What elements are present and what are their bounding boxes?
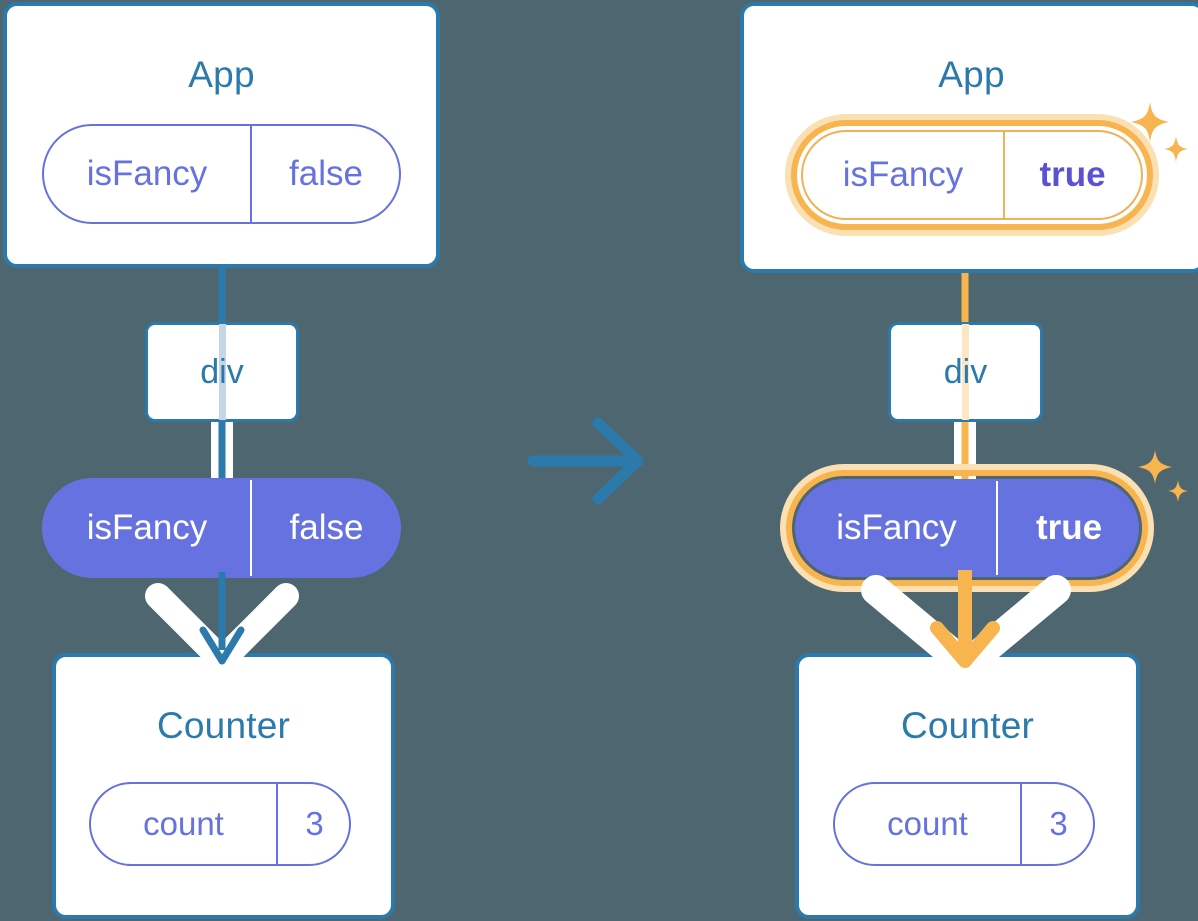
highlight-ring-solid [791, 120, 1153, 230]
app-state-key-before: isFancy [86, 154, 208, 193]
app-state-pill-before: isFancy false [42, 124, 401, 224]
div-node-label-before: div [200, 352, 244, 391]
app-state-value-after: true [1003, 132, 1140, 218]
props-key-before: isFancy [86, 508, 208, 547]
div-node-after: div [888, 322, 1043, 422]
counter-state-pill-before: count 3 [89, 782, 351, 866]
props-pill-after: isFancy true [795, 479, 1139, 577]
div-node-label-after: div [943, 352, 988, 391]
counter-state-key-before: count [143, 805, 224, 842]
app-pill-highlight-ring-after [785, 114, 1159, 236]
counter-state-value-before: 3 [276, 784, 351, 864]
sparkle-icon-large [1131, 102, 1169, 142]
counter-state-key-after: count [887, 805, 968, 842]
props-pill-before: isFancy false [42, 478, 401, 578]
app-title-before: App [188, 54, 255, 95]
sparkle-group-app-after [1131, 102, 1188, 162]
counter-title-before: Counter [156, 705, 291, 746]
app-state-key-after: isFancy [842, 155, 964, 194]
div-wire-pass-through-after [962, 324, 969, 420]
div-node-before: div [145, 322, 299, 422]
app-state-value-before: false [250, 126, 400, 222]
props-value-before: false [250, 480, 401, 576]
sparkle-icon-small [1168, 480, 1188, 502]
counter-title-after: Counter [900, 705, 1035, 746]
counter-state-pill-after: count 3 [833, 782, 1095, 866]
sparkle-icon-small [1164, 136, 1188, 162]
div-wire-pass-through-before [218, 324, 226, 420]
app-state-pill-after: isFancy true [801, 130, 1143, 220]
props-value-after: true [996, 481, 1140, 575]
app-title-after: App [938, 54, 1005, 95]
sparkle-icon-large [1138, 450, 1172, 484]
props-key-after: isFancy [836, 508, 957, 547]
sparkle-group-props-after [1138, 450, 1188, 502]
counter-state-value-after: 3 [1020, 784, 1095, 864]
